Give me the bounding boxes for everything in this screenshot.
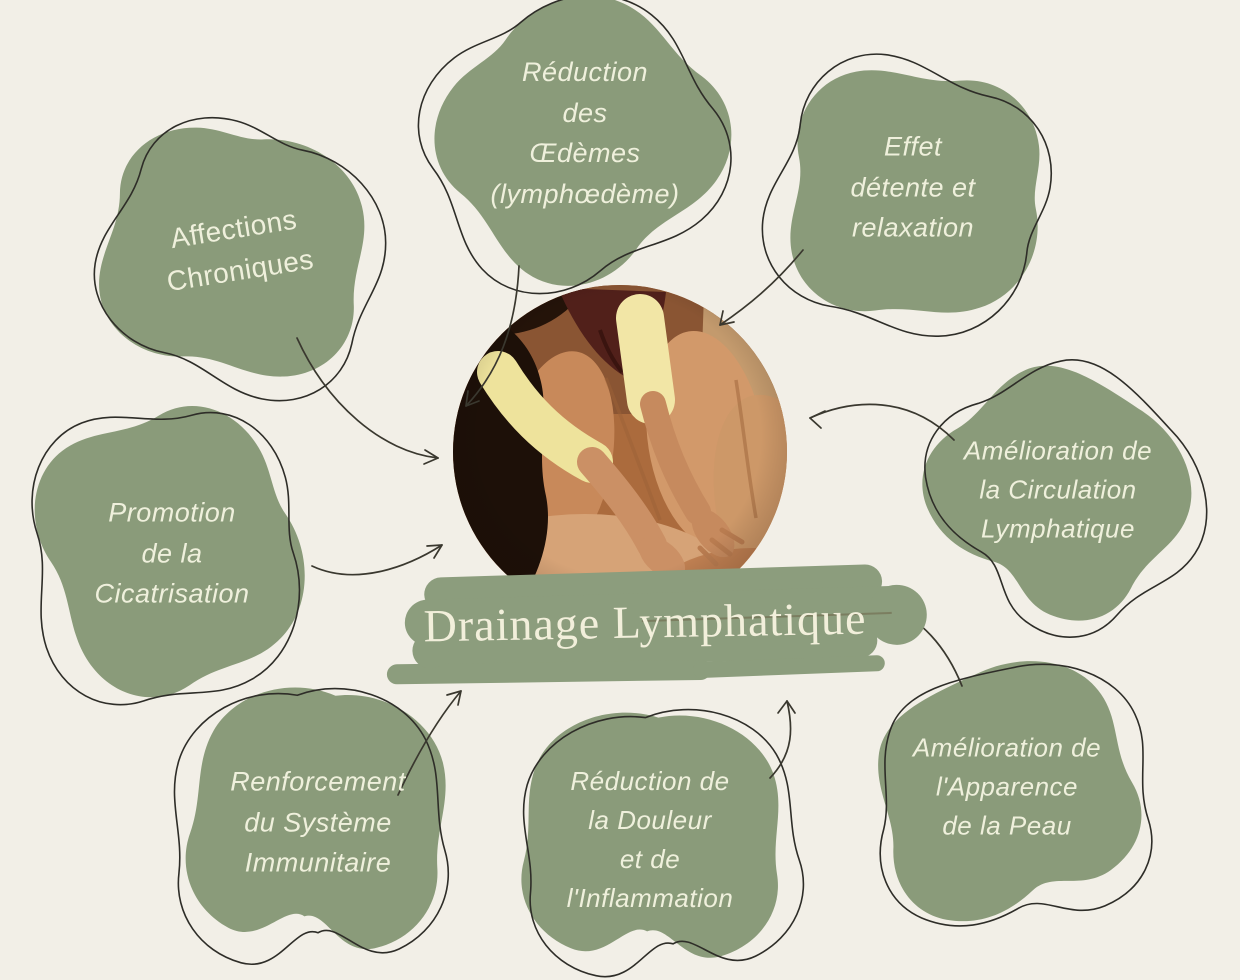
blob-shape bbox=[34, 406, 305, 698]
arrow-douleur-to-title bbox=[769, 700, 796, 779]
blob-apparence-peau bbox=[865, 656, 1160, 941]
blob-reduction-oedemes bbox=[387, 0, 763, 321]
blob-shape bbox=[790, 70, 1040, 313]
blob-shape bbox=[185, 687, 446, 950]
blob-shape bbox=[99, 127, 365, 377]
blob-shape bbox=[922, 365, 1192, 621]
arrow-circulation-to-center bbox=[809, 403, 955, 441]
blob-systeme-immunitaire bbox=[162, 675, 461, 970]
blob-outline bbox=[897, 316, 1240, 667]
blob-affections-chroniques bbox=[69, 85, 422, 428]
blob-outline bbox=[162, 680, 455, 970]
arrow-immunitaire-to-title bbox=[397, 690, 462, 796]
blob-outline bbox=[26, 405, 307, 710]
arrow-affections-to-center bbox=[296, 337, 439, 465]
blob-outline bbox=[387, 0, 758, 321]
blob-outline bbox=[865, 656, 1158, 933]
blob-shape bbox=[434, 0, 732, 286]
blob-shape bbox=[521, 712, 779, 958]
arrow-cicatrisation-to-center bbox=[311, 544, 443, 576]
blob-shape bbox=[878, 661, 1142, 922]
title-brush bbox=[386, 564, 927, 685]
blob-douleur-inflammation bbox=[509, 697, 812, 980]
blob-outline bbox=[738, 31, 1081, 371]
blob-effet-detente bbox=[738, 31, 1081, 371]
blob-promotion-cicatrisation bbox=[13, 405, 307, 718]
blob-outline bbox=[69, 85, 422, 428]
arrow-oedemes-to-center bbox=[465, 265, 520, 407]
arrow-detente-to-center bbox=[719, 249, 804, 326]
blob-circulation-lymphatique bbox=[897, 316, 1240, 667]
blob-outline bbox=[509, 697, 812, 980]
connector-arrows bbox=[296, 249, 963, 796]
